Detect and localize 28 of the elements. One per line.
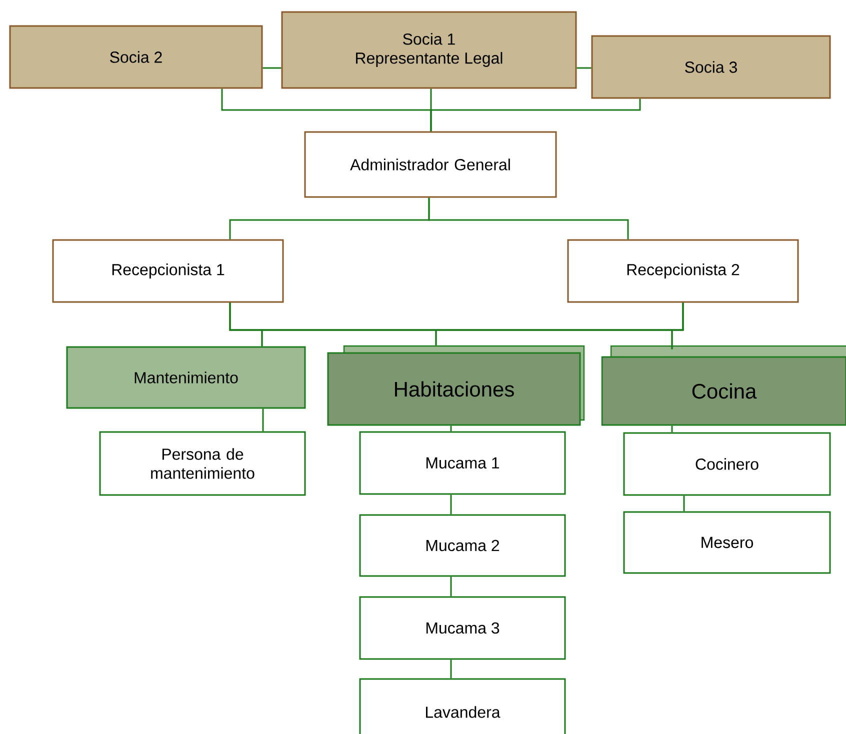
connector-line (450, 660, 452, 678)
connector-line (262, 408, 264, 432)
department-box: Habitaciones (327, 345, 585, 426)
manager-box: Administrador General (304, 131, 557, 198)
connector-line (671, 302, 684, 350)
connector-line (262, 67, 282, 69)
staff-box: Mucama 1 (359, 431, 566, 495)
partner-box: Socia 1 Representante Legal (281, 11, 577, 89)
partner-box: Socia 3 (591, 35, 831, 99)
department-box: Mantenimiento (66, 346, 306, 409)
role-box: Recepcionista 2 (567, 239, 799, 303)
connector-line (671, 426, 673, 432)
staff-box: Mucama 2 (359, 514, 566, 577)
connector-line (450, 426, 452, 432)
staff-box: Mucama 3 (359, 596, 566, 660)
department-box: Cocina (601, 345, 846, 426)
connector-line (450, 494, 452, 514)
connector-line (576, 67, 592, 69)
connector-line (428, 198, 629, 240)
staff-box: Lavandera (359, 678, 566, 734)
connector-line (450, 576, 452, 596)
staff-box: Cocinero (623, 432, 831, 496)
connector-line (430, 98, 641, 132)
staff-box: Mesero (623, 511, 831, 574)
partner-box: Socia 2 (9, 25, 263, 89)
role-box: Recepcionista 1 (52, 239, 284, 303)
staff-box: Persona de mantenimiento (99, 431, 306, 496)
connector-line (683, 496, 685, 512)
